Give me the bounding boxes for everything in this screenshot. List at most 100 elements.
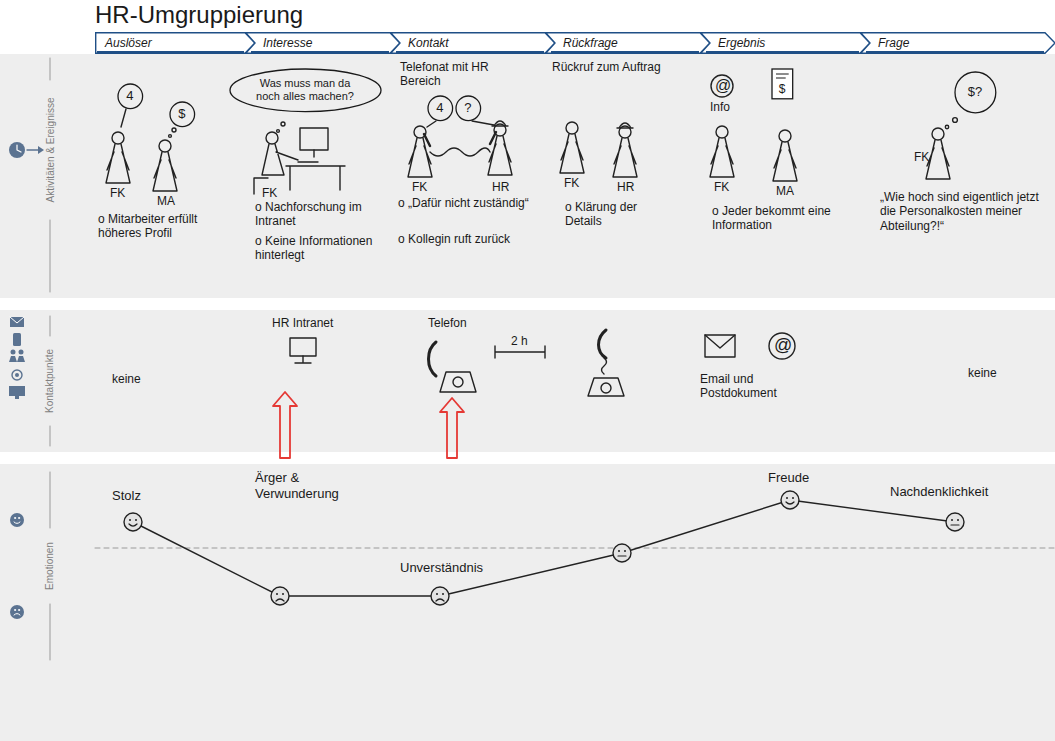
- stick-figure: [106, 132, 130, 183]
- node-text: 4: [436, 101, 443, 116]
- telephone-handset: [424, 132, 496, 146]
- page-title: HR-Umgruppierung: [95, 2, 303, 28]
- swimlane-band: Aktivitäten & Ereignisse 4 $ Was muss man d…: [0, 54, 1055, 298]
- thought-dots: [945, 125, 948, 128]
- at-circle: [769, 333, 795, 359]
- smiley-eyes: [786, 497, 788, 499]
- annotation-text: MA: [157, 194, 175, 208]
- emotion-curve: [133, 500, 955, 596]
- smiley-eyes: [951, 519, 953, 521]
- thought-dots: [953, 118, 958, 123]
- chevron-shape: [246, 33, 400, 54]
- speech-bubble: ?: [455, 95, 482, 122]
- row-arrow: [27, 149, 39, 150]
- thought-bubble: $?: [954, 71, 997, 114]
- smiley-eyes: [624, 550, 626, 552]
- node-text: $: [779, 83, 786, 97]
- annotation-text: „Wie hoch sind eigentlich jetzt die Pers…: [880, 190, 1045, 233]
- telephone-icon: [453, 377, 463, 387]
- annotation-text: @: [774, 335, 792, 357]
- node-text: Kontakt: [408, 36, 449, 50]
- node-text: Ergebnis: [718, 36, 765, 50]
- chevron-shape: [96, 33, 255, 54]
- annotation-text: Ärger & Verwunderung: [255, 470, 350, 501]
- annotation-text: o Jeder bekommt eine Information: [712, 204, 842, 233]
- smiley: [271, 587, 289, 605]
- node-text: Frage: [878, 36, 909, 50]
- thought-bubble-outline: [170, 102, 195, 127]
- node-text: Rückfrage: [563, 36, 618, 50]
- activity-illustration: [0, 54, 1055, 298]
- stick-figure: [926, 128, 950, 179]
- chevron-shape: [701, 33, 870, 54]
- row-icon: [10, 513, 24, 527]
- thought-dots: [277, 130, 280, 133]
- row-icon: [14, 522, 20, 524]
- desk-scene: [300, 128, 328, 150]
- speech-bubble: 4: [117, 83, 144, 110]
- phase-chevron: Interesse: [245, 32, 400, 54]
- neutral-line: [95, 548, 1055, 549]
- annotation-text: FK: [412, 180, 427, 194]
- telephone-icon: [429, 342, 477, 392]
- row-icon: [10, 513, 24, 619]
- smiley-eyes: [129, 497, 959, 595]
- thought-dots: [169, 135, 172, 138]
- row-icon: [10, 317, 24, 323]
- smiley-eyes: [436, 593, 438, 595]
- annotation-text: o Nachforschung im Intranet: [255, 200, 385, 229]
- annotation-text: 2 h: [511, 334, 528, 348]
- contact-illustration: [9, 316, 795, 458]
- at-circle: [711, 75, 733, 97]
- stick-figure: [710, 126, 734, 177]
- row-icon: [15, 373, 19, 377]
- monitor-icon: [290, 338, 316, 356]
- node-text: Was muss man da noch alles machen?: [255, 77, 355, 102]
- document-icon: $: [771, 68, 794, 100]
- annotation-text: Stolz: [112, 488, 141, 504]
- row-icon: [10, 605, 24, 619]
- thought-bubble: Was muss man da noch alles machen?: [229, 68, 382, 113]
- annotation-text: Telefon: [428, 316, 467, 330]
- annotation-text: @: [715, 76, 731, 95]
- speech-tail: [121, 109, 126, 127]
- annotation-text: FK: [714, 180, 729, 194]
- phone-cord: [430, 148, 490, 156]
- stick-figure: [488, 124, 512, 175]
- cap: [617, 123, 633, 128]
- chevron-shape: [861, 33, 1055, 54]
- annotation-text: o Klärung der Details: [565, 200, 675, 229]
- smiley-eyes: [618, 550, 620, 552]
- row-icon: [9, 356, 25, 362]
- thought-bubble: $: [169, 101, 196, 128]
- annotation-text: MA: [776, 184, 794, 198]
- smiley-mouth: [129, 502, 959, 601]
- smiley: [781, 491, 799, 509]
- telephone-icon: [601, 383, 611, 393]
- thought-dots: [945, 118, 957, 129]
- phase-chevron: Kontakt: [390, 32, 555, 54]
- desk-scene: [254, 128, 345, 194]
- row-icon: [18, 517, 19, 518]
- speech-bubble: 4: [427, 95, 454, 122]
- annotation-text: keine: [968, 366, 997, 380]
- telephone-icon: [588, 330, 624, 396]
- row-icon: [9, 317, 25, 399]
- document-icon-outline: [776, 74, 789, 78]
- annotation-text: FK: [914, 150, 929, 164]
- phase-chevron: Auslöser: [95, 32, 255, 54]
- annotation-text: Info: [710, 100, 730, 114]
- annotation-text: HR: [617, 180, 634, 194]
- thought-bubble-outline: [955, 72, 996, 113]
- annotation-text: o Kollegin ruft zurück: [398, 232, 538, 246]
- node-text: Aktivitäten & Ereignisse: [45, 97, 55, 202]
- monitor-icon: [290, 338, 316, 363]
- smiley: [124, 491, 964, 605]
- desk-scene: [266, 132, 278, 144]
- node-text: Emotionen: [45, 542, 55, 590]
- annotation-text: Freude: [768, 470, 809, 486]
- envelope-icon: [705, 335, 735, 348]
- row-icon: [14, 517, 20, 615]
- swimlane-band: Kontaktpunkte: [0, 310, 1055, 452]
